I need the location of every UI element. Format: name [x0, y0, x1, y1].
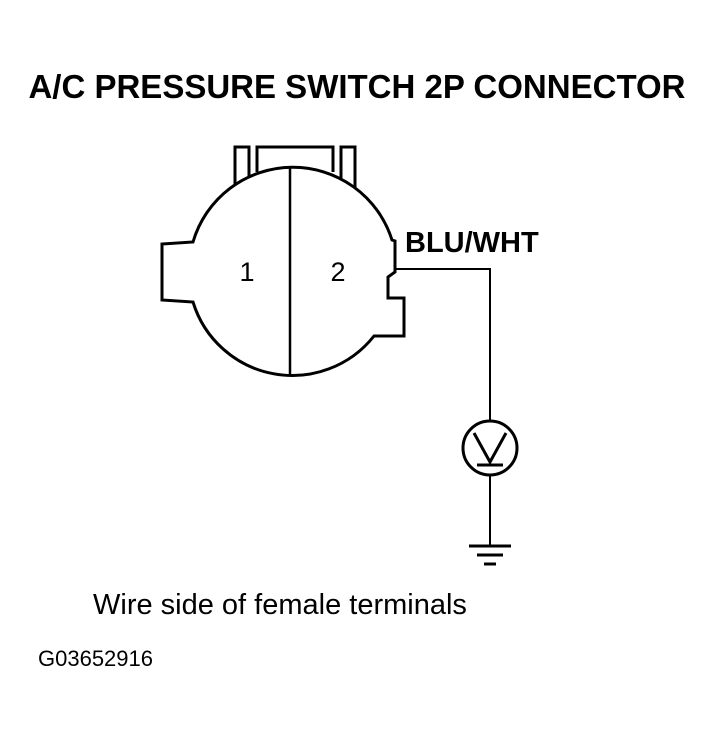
diagram-title: A/C PRESSURE SWITCH 2P CONNECTOR: [28, 68, 686, 105]
ground-icon: [469, 544, 511, 566]
wire-color-label: BLU/WHT: [405, 227, 539, 259]
figure-code: G03652916: [38, 646, 153, 671]
terminal-2-label: 2: [330, 257, 345, 287]
diagram-caption: Wire side of female terminals: [93, 589, 467, 621]
terminal-1-label: 1: [239, 257, 254, 287]
connector-body: [160, 165, 406, 377]
probe-wire: [395, 268, 491, 421]
voltmeter-icon: [461, 419, 519, 477]
connector-top-tabs: [233, 145, 357, 190]
